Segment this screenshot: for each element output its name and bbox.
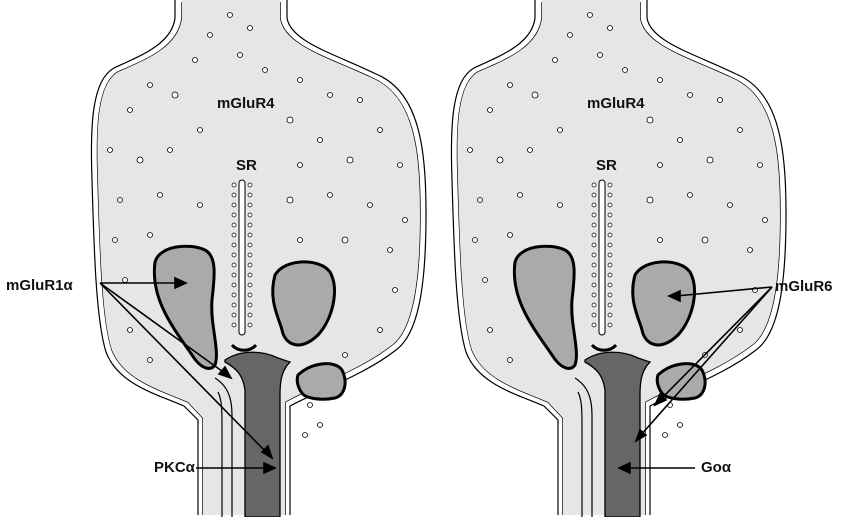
- label-mglur4-left: mGluR4: [217, 95, 275, 112]
- label-sr-right: SR: [596, 157, 617, 174]
- label-sr-left: SR: [236, 157, 257, 174]
- label-goa: Goα: [701, 459, 732, 476]
- label-mglur1a: mGluR1α: [6, 277, 74, 294]
- left-panel: mGluR4 SR mGluR1α PKCα: [6, 0, 426, 517]
- right-panel: [451, 0, 786, 517]
- label-pkca: PKCα: [154, 459, 196, 476]
- label-mglur4-right: mGluR4: [587, 95, 645, 112]
- label-mglur6: mGluR6: [775, 278, 833, 295]
